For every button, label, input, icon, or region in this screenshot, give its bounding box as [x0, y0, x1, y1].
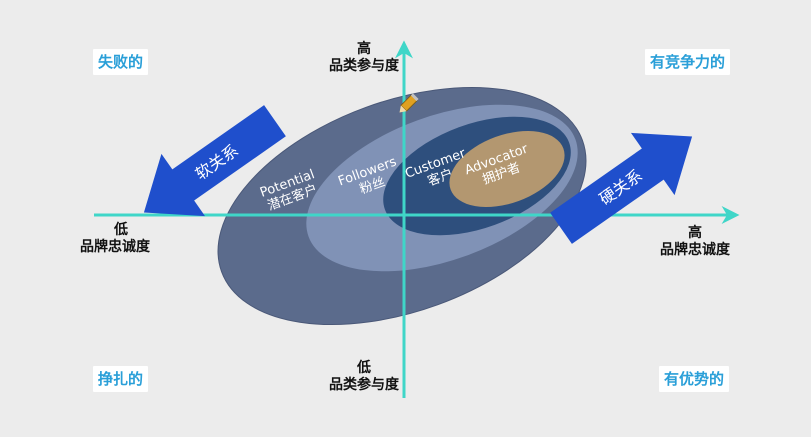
corner-label-bottom-left: 挣扎的 [93, 366, 149, 392]
axis-name-right: 品牌忠诚度 [660, 242, 730, 258]
axis-level-right: 高 [688, 225, 702, 241]
axis-label-right: 高 品牌忠诚度 [645, 225, 745, 259]
axis-level-top: 高 [357, 41, 371, 57]
axis-label-bottom: 低 品类参与度 [314, 360, 414, 394]
axis-label-top: 高 品类参与度 [314, 41, 414, 75]
ring-advocator [449, 131, 565, 207]
corner-label-top-right: 有竞争力的 [645, 49, 731, 75]
axis-name-left: 品牌忠诚度 [80, 239, 150, 255]
axis-name-bottom: 品类参与度 [329, 377, 399, 393]
axis-level-bottom: 低 [357, 360, 371, 376]
axis-name-top: 品类参与度 [329, 58, 399, 74]
hard-relation-arrow [550, 132, 693, 244]
corner-label-top-left: 失败的 [93, 49, 149, 75]
corner-label-bottom-right: 有优势的 [659, 366, 730, 392]
pencil-icon [399, 93, 419, 113]
soft-relation-arrow [143, 105, 286, 217]
axis-level-left: 低 [114, 222, 128, 238]
axis-label-left: 低 品牌忠诚度 [72, 222, 172, 256]
